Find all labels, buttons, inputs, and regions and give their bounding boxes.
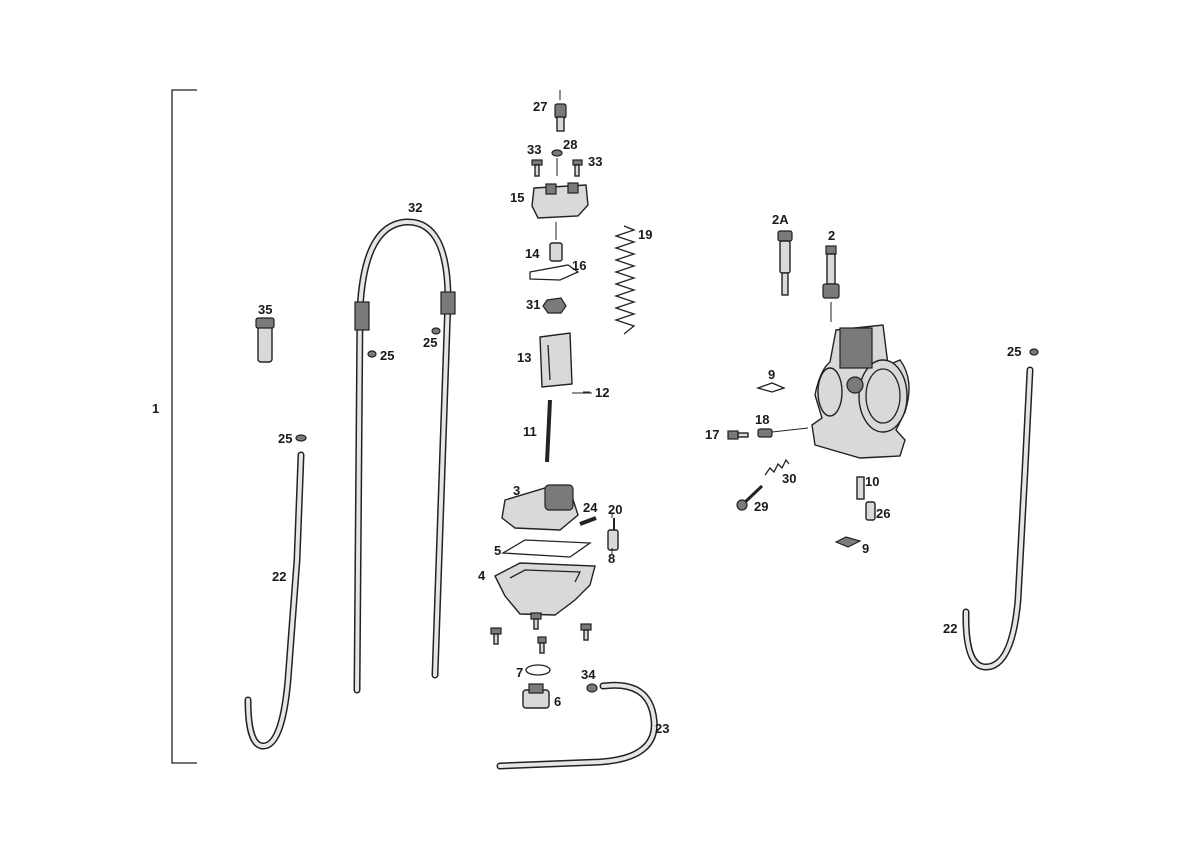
- part-29-air-screw: [736, 484, 764, 511]
- part-6-drain-plug: [522, 683, 550, 709]
- part-2a-choke-plunger: [777, 230, 793, 296]
- callout-15: 15: [510, 190, 524, 205]
- part-14-needle-holder: [549, 222, 563, 262]
- part-7-o-ring: [525, 664, 551, 676]
- part-25-clip-mid-right: [431, 327, 441, 335]
- callout-26: 26: [876, 506, 890, 521]
- callout-14: 14: [525, 246, 540, 261]
- callout-19: 19: [638, 227, 652, 242]
- callout-30: 30: [782, 471, 796, 486]
- callout-3: 3: [513, 483, 520, 498]
- callout-20: 20: [608, 502, 622, 517]
- callout-10: 10: [865, 474, 879, 489]
- part-25-clip-left: [295, 434, 307, 442]
- part-5-bowl-gasket: [500, 539, 592, 558]
- callout-34: 34: [581, 667, 596, 682]
- part-bowl-screws: [490, 612, 592, 654]
- callout-35: 35: [258, 302, 272, 317]
- callout-33-left: 33: [527, 142, 541, 157]
- callout-2a: 2A: [772, 212, 789, 227]
- callout-22-right: 22: [943, 621, 957, 636]
- callout-4: 4: [478, 568, 486, 583]
- carburetor-body: [811, 324, 910, 459]
- part-18-washer: [757, 428, 773, 438]
- part-23-drain-hose: [496, 681, 658, 770]
- callout-25-right: 25: [1007, 344, 1021, 359]
- part-26-pilot-jet: [865, 501, 876, 521]
- callout-12: 12: [595, 385, 609, 400]
- part-19-spring: [613, 225, 637, 335]
- part-13-throttle-slide: [539, 332, 573, 388]
- callout-9-lower: 9: [862, 541, 869, 556]
- callout-16: 16: [572, 258, 586, 273]
- part-35-fitting: [255, 317, 275, 363]
- part-22-vent-hose-left: [244, 451, 305, 750]
- callout-13: 13: [517, 350, 531, 365]
- part-9-clamp-lower: [834, 536, 862, 548]
- callout-29: 29: [754, 499, 768, 514]
- part-15-top-cap: [531, 182, 589, 219]
- callout-27: 27: [533, 99, 547, 114]
- part-2-idle-screw: [822, 245, 840, 322]
- callout-1: 1: [152, 401, 159, 416]
- callout-8: 8: [608, 551, 615, 566]
- callout-11: 11: [523, 424, 537, 439]
- part-9-clamp-upper: [755, 382, 786, 393]
- part-25-clip-mid-left: [367, 350, 377, 358]
- part-25-clip-right: [1029, 348, 1039, 356]
- callout-28: 28: [563, 137, 577, 152]
- part-24-pin: [579, 516, 597, 526]
- part-28-o-ring: [551, 149, 563, 176]
- callout-2: 2: [828, 228, 835, 243]
- callout-17: 17: [705, 427, 719, 442]
- part-32-cable-hose: [353, 218, 456, 694]
- callout-24: 24: [583, 500, 598, 515]
- callout-25-left: 25: [278, 431, 292, 446]
- part-11-jet-needle: [545, 399, 552, 463]
- part-3-float: [501, 484, 579, 531]
- part-10-main-jet: [856, 476, 865, 500]
- part-4-float-bowl: [494, 562, 596, 616]
- part-33-screw-right: [572, 159, 583, 177]
- callout-25-mid-right: 25: [423, 335, 437, 350]
- part-16-gasket: [529, 264, 580, 281]
- callout-6: 6: [554, 694, 561, 709]
- callout-22-left: 22: [272, 569, 286, 584]
- callout-7: 7: [516, 665, 523, 680]
- part-8-needle-jet: [607, 529, 619, 551]
- part-17-screw: [727, 430, 749, 440]
- callout-23: 23: [655, 721, 669, 736]
- assembly-bracket: [171, 89, 197, 764]
- callout-33-right: 33: [588, 154, 602, 169]
- part-30-spring: [764, 458, 790, 476]
- callout-18: 18: [755, 412, 769, 427]
- part-31-nut: [542, 297, 567, 314]
- callout-25-mid-left: 25: [380, 348, 394, 363]
- callout-9-upper: 9: [768, 367, 775, 382]
- part-33-screw-left: [531, 159, 543, 177]
- part-34-fitting: [586, 683, 598, 693]
- leader-lines: [572, 392, 809, 555]
- callout-5: 5: [494, 543, 501, 558]
- callout-31: 31: [526, 297, 540, 312]
- callout-32: 32: [408, 200, 422, 215]
- part-22-vent-hose-right: [962, 366, 1034, 671]
- part-27-adjuster-screw: [554, 90, 567, 132]
